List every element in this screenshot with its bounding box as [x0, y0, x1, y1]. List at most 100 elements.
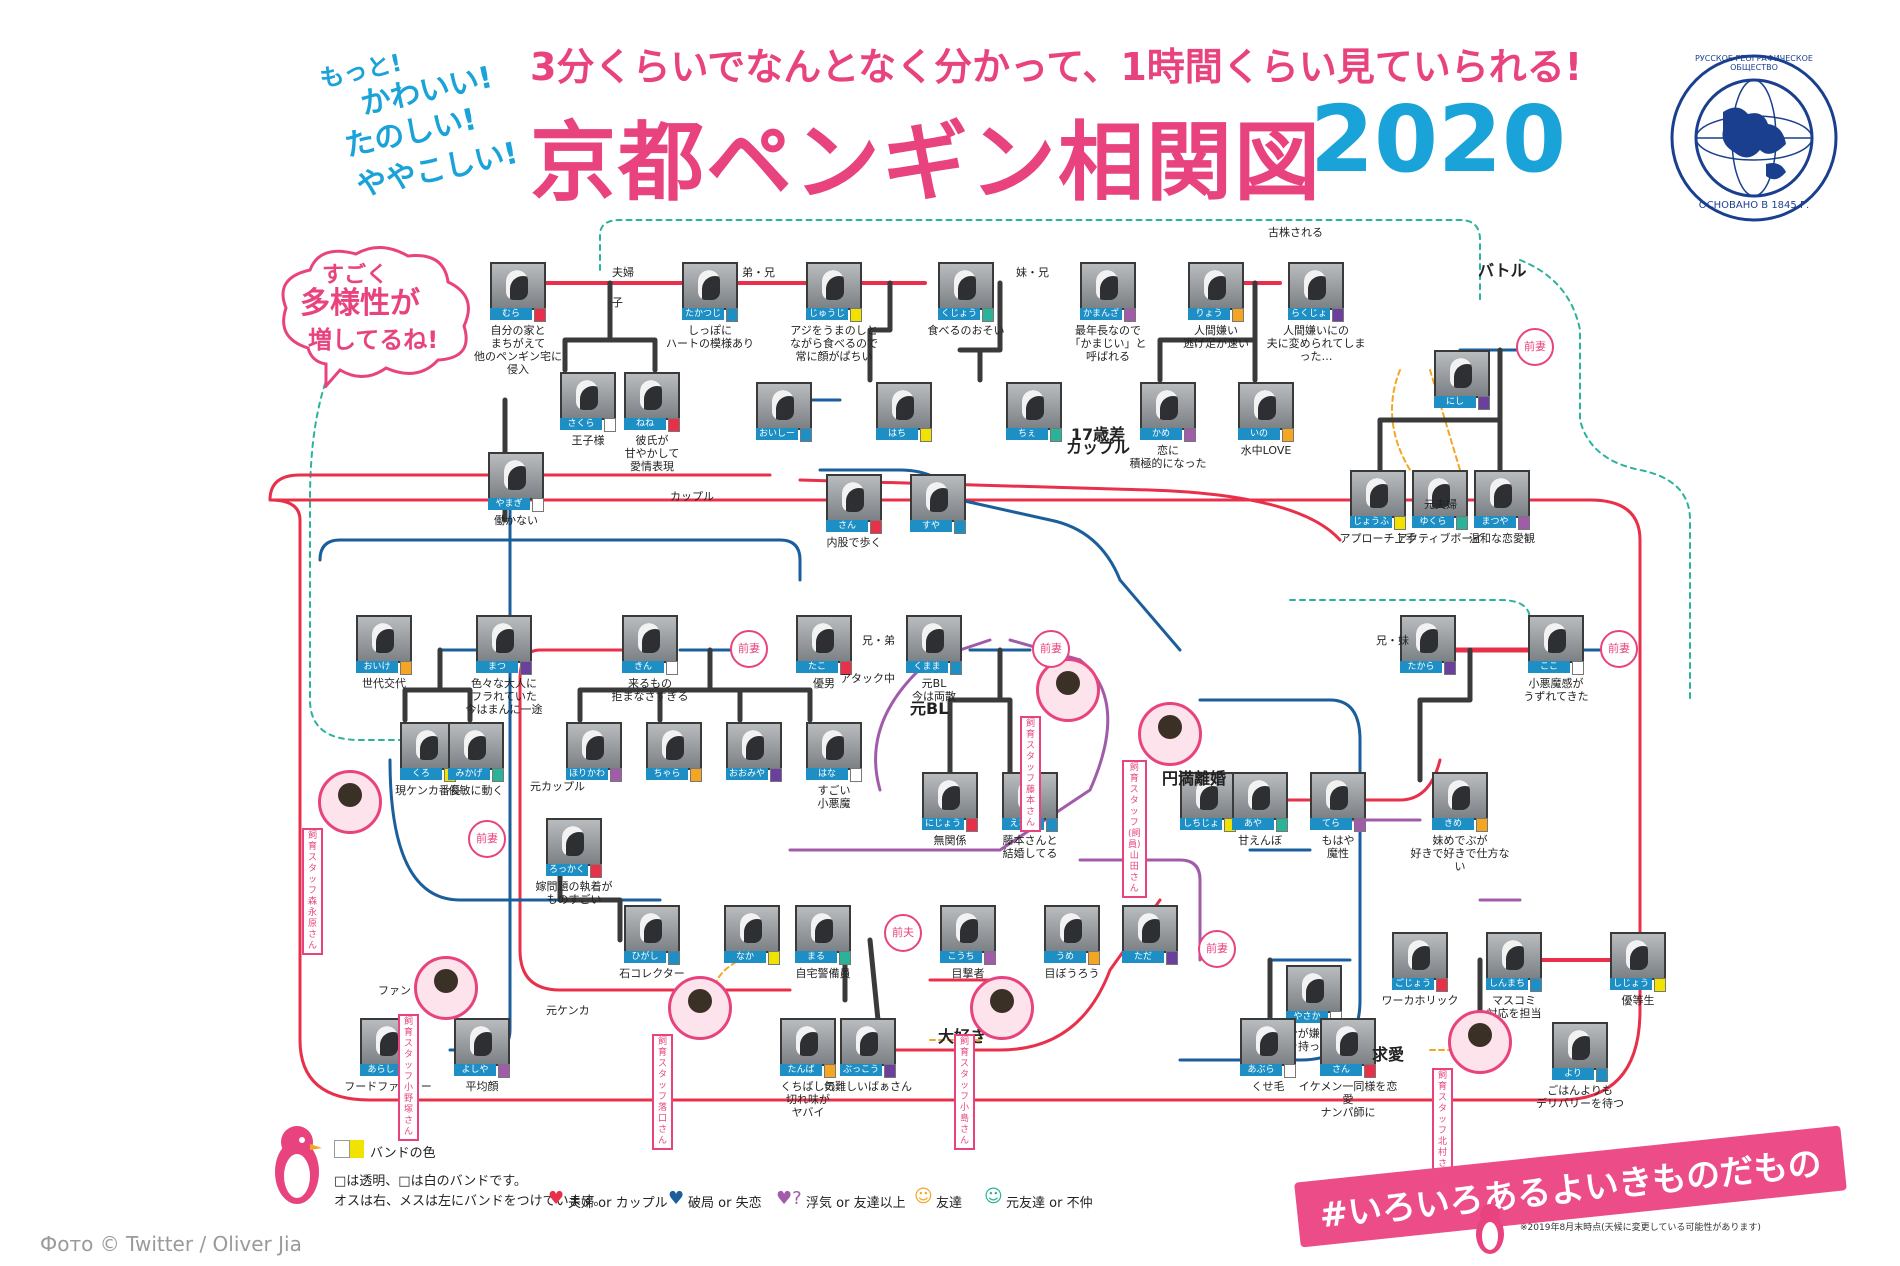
staff-caption: 飼育スタッフ 藤本さん	[1020, 716, 1042, 832]
red-inner-3	[888, 898, 1162, 1052]
penguin-photo	[546, 818, 602, 866]
legend-band-note-1: □は透明、□は白のバンドです。	[334, 1174, 527, 1189]
cloud-line-2: 多様性が	[300, 286, 420, 321]
penguin-caption: 食べるのおそい	[927, 324, 1005, 337]
penguin-caption: 妹めでぶが 好きで好きで仕方ない	[1410, 834, 1510, 873]
penguin-name: よしや	[454, 1064, 496, 1076]
penguin-name: ひがし	[624, 951, 666, 963]
penguin-name: ここ	[1528, 661, 1570, 673]
penguin-photo	[806, 262, 862, 310]
band-color-swatch	[726, 308, 738, 322]
penguin-name: まる	[795, 951, 837, 963]
penguin-photo	[1434, 350, 1490, 398]
penguin-caption: アクティブボーイ	[1396, 532, 1484, 545]
band-color-swatch	[1184, 428, 1196, 442]
penguin-name: すや	[910, 520, 952, 532]
title-year: 2020	[1310, 86, 1567, 193]
teal-dotted-loop	[599, 219, 1691, 701]
penguin-name: より	[1552, 1068, 1594, 1080]
relation-label: アタック中	[840, 672, 895, 685]
legend-item-breakup: 破局 or 失恋	[688, 1196, 762, 1211]
band-color-swatch	[1088, 951, 1100, 965]
penguin-name: じょうふく	[1350, 516, 1392, 539]
penguin-photo	[476, 615, 532, 663]
penguin-caption: 恋に 積極的になった	[1129, 444, 1207, 470]
penguin-photo	[756, 382, 812, 430]
band-color-swatch	[1572, 661, 1584, 675]
relation-label: 兄・弟	[862, 634, 895, 647]
relation-label: 元カップル	[530, 780, 585, 793]
relation-label: ファン	[378, 984, 411, 997]
teal-dotted-mid	[1289, 599, 1531, 621]
cloud-line-1: すごく	[322, 263, 389, 288]
relation-label: カップル	[670, 490, 714, 503]
band-color-swatch	[1476, 818, 1488, 832]
penguin-photo	[566, 722, 622, 770]
relation-label: 古株される	[1268, 226, 1323, 239]
staff-caption: 飼育スタッフ 小島さん	[954, 1034, 976, 1150]
relation-label: 円満離婚	[1162, 769, 1227, 788]
speech-cloud	[281, 246, 470, 388]
penguin-photo	[1610, 932, 1666, 980]
penguin-name: ちゃら	[646, 768, 688, 780]
society-emblem: РУССКОЕ ГЕОГРАФИЧЕСКОЕ ОБЩЕСТВО ОСНОВАНО…	[1668, 52, 1840, 224]
band-color-swatch	[1364, 1064, 1376, 1078]
penguin-name: くろ	[400, 768, 442, 780]
red-inner-4	[1228, 758, 1442, 802]
ex-husband-badge: 前夫	[884, 914, 922, 952]
penguin-name: たこ	[796, 661, 838, 673]
band-color-swatch	[1282, 428, 1294, 442]
band-color-swatch	[1050, 428, 1062, 442]
relation-label: バトル	[1478, 261, 1527, 280]
footnote: ※2019年8月末時点(天候に変更している可能性があります)	[1520, 1223, 1761, 1233]
band-color-swatch	[1276, 818, 1288, 832]
penguin-caption: しっぽに ハートの模様あり	[666, 324, 754, 350]
penguin-photo	[1474, 470, 1530, 518]
globe-emblem-icon	[1670, 54, 1838, 222]
cloud-line-3: 増してるね!	[308, 326, 439, 354]
penguin-photo	[454, 1018, 510, 1066]
penguin-caption: 王子様	[571, 434, 605, 447]
penguin-name: こうち	[940, 951, 982, 963]
penguin-caption: 元BL 今は両散	[912, 677, 956, 703]
penguin-name: なか	[724, 951, 766, 963]
penguin-name: みかげ	[448, 768, 490, 780]
penguin-photo	[1238, 382, 1294, 430]
penguin-name: おおみや	[726, 768, 768, 780]
penguin-name: ちぇ	[1006, 428, 1048, 440]
penguin-name: ごじょう	[1392, 978, 1434, 990]
family-3	[1157, 280, 1258, 383]
penguin-caption: 働かない	[494, 514, 538, 527]
penguin-name: ぶっこう	[840, 1064, 882, 1076]
staff-photo	[1448, 1010, 1512, 1074]
family-6	[577, 647, 813, 723]
friend-smiley-icon: ☺	[914, 1186, 933, 1207]
band-color-swatch	[870, 520, 882, 534]
teal-smiley-icon: ☺	[984, 1186, 1003, 1207]
penguin-name: かまんざ	[1080, 308, 1122, 320]
penguin-mascot-small-icon	[1476, 1204, 1504, 1254]
red-outer	[268, 473, 1642, 1102]
penguin-caption: 来るもの 拒まなさすぎる	[611, 677, 689, 703]
penguin-photo	[1320, 1018, 1376, 1066]
ex-wife-badge: 前妻	[1516, 328, 1554, 366]
penguin-name: むら	[490, 308, 532, 320]
staff-caption: 飼育スタッフ 森永原さん	[302, 828, 324, 955]
penguin-photo	[1286, 965, 1342, 1013]
penguin-photo	[1232, 772, 1288, 820]
emblem-bottom-text: ОСНОВАНО В 1845 Г.	[1698, 200, 1810, 211]
penguin-name: やまぎ	[488, 498, 530, 510]
penguin-caption: ワーカホリック	[1381, 994, 1459, 1007]
penguin-caption: 色々な大人に フラれていた 今はまんに一途	[465, 677, 543, 716]
penguin-name: たから	[1400, 661, 1442, 673]
penguin-name: りょう	[1188, 308, 1230, 320]
penguin-caption: 嫁問題の執着が ものすごい	[535, 880, 613, 906]
band-color-swatch	[850, 768, 862, 782]
penguin-photo	[795, 905, 851, 953]
family-2	[867, 280, 1003, 383]
penguin-photo	[1528, 615, 1584, 663]
penguin-photo	[1122, 905, 1178, 953]
penguin-name: さん	[826, 520, 868, 532]
band-color-swatch	[884, 1064, 896, 1078]
